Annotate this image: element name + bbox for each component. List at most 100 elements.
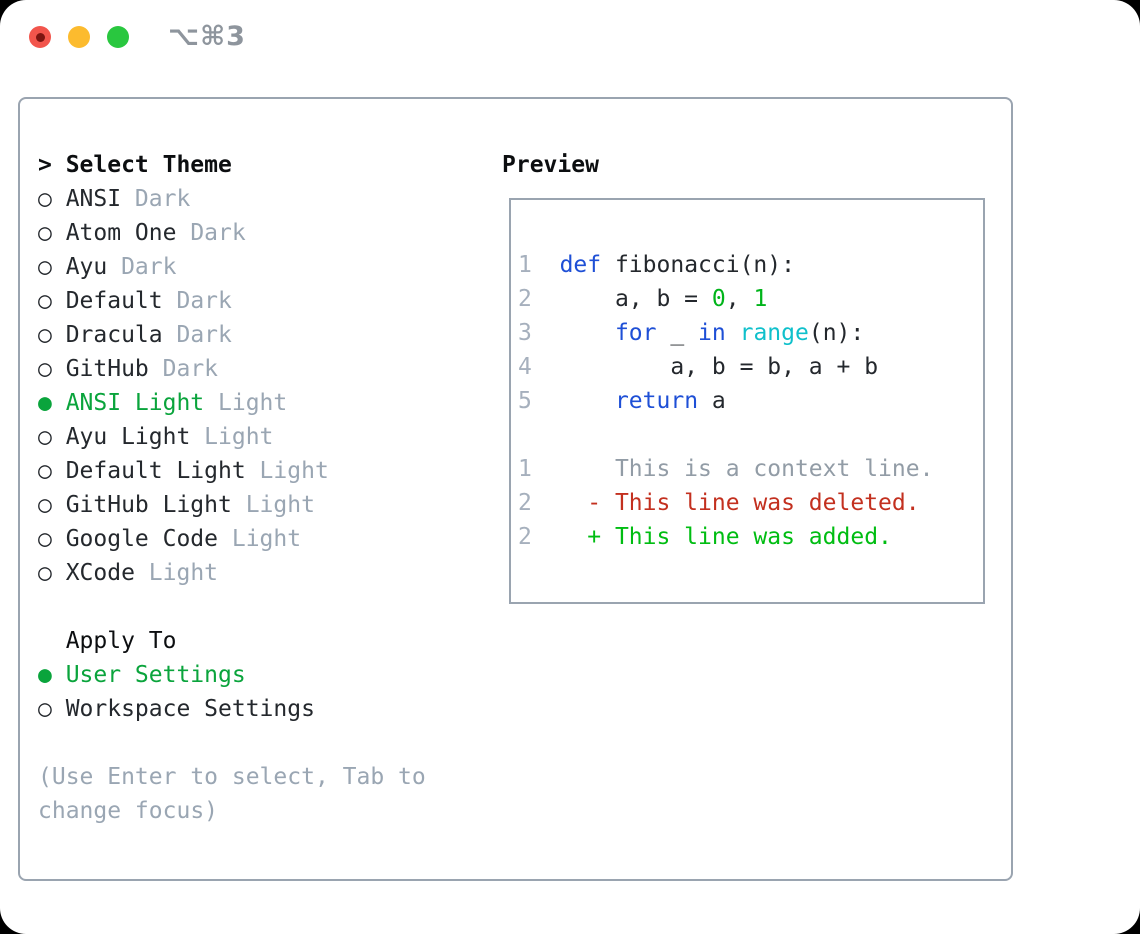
line-number: 1 (518, 456, 532, 482)
code-segment: + This line was added. (531, 524, 892, 550)
code-segment: - This line was deleted. (531, 490, 920, 516)
theme-list: >Select Theme ○ ANSI Dark ○ Atom One Dark ○ A… (38, 148, 329, 590)
theme-option-label: Google Code (65, 526, 219, 552)
preview-code-line: 3 for _ in range(n): (518, 316, 983, 350)
radio-unselected-icon: ○ (38, 254, 52, 280)
apply-to-options: ●User Settings ○ Workspace Settings (38, 658, 315, 726)
theme-option-label: Atom One (65, 220, 177, 246)
close-button[interactable] (29, 26, 51, 48)
theme-option-dracula[interactable]: ○ Dracula Dark (38, 318, 329, 352)
theme-option-xcode[interactable]: ○XCode Light (38, 556, 329, 590)
theme-option-tag: Dark (121, 186, 191, 212)
radio-unselected-icon: ○ (38, 322, 52, 348)
radio-unselected-icon: ○ (38, 186, 52, 212)
theme-option-tag: Light (190, 424, 274, 450)
theme-option-tag: Dark (148, 356, 219, 382)
line-number: 2 (518, 490, 532, 516)
theme-options: ○ ANSI Dark ○ Atom One Dark ○ Ayu Dark ○ Defaul… (38, 182, 329, 590)
close-focus-dot-icon (35, 32, 45, 42)
radio-unselected-icon: ○ (38, 220, 52, 246)
theme-option-ansi-light[interactable]: ●ANSI Light Light (38, 386, 329, 420)
radio-unselected-icon: ○ (38, 424, 52, 450)
radio-unselected-icon: ○ (38, 526, 52, 552)
radio-unselected-icon: ○ (38, 288, 52, 314)
apply-to-group: Apply To ●User Settings ○ Workspace Settin… (38, 624, 315, 726)
window-shortcut-label: ⌥⌘3 (168, 21, 246, 52)
theme-option-tag: Dark (162, 322, 232, 348)
theme-option-ayu[interactable]: ○ Ayu Dark (38, 250, 329, 284)
theme-option-google-code[interactable]: ○ Google Code Light (38, 522, 329, 556)
hint-line: (Use Enter to select, Tab to (38, 764, 426, 790)
radio-selected-icon: ● (38, 390, 52, 416)
theme-option-tag: Light (218, 526, 302, 552)
code-segment: This is a context line. (531, 456, 934, 482)
code-segment: 0 (711, 286, 726, 312)
code-segment: in (698, 320, 726, 346)
line-number: 5 (518, 388, 532, 414)
theme-option-label: GitHub (65, 356, 149, 382)
apply-option-user-settings[interactable]: ●User Settings (38, 658, 315, 692)
line-number: 3 (518, 320, 532, 346)
theme-option-tag: Dark (107, 254, 177, 280)
line-number: 2 (518, 524, 532, 550)
line-number: 2 (518, 286, 532, 312)
theme-option-tag: Dark (176, 220, 246, 246)
keyboard-hint: (Use Enter to select, Tab to change focu… (38, 760, 426, 828)
preview-code-line: 1 def fibonacci(n): (518, 248, 983, 282)
preview-code-line: 1 This is a context line. (518, 452, 983, 486)
code-segment: (n): (808, 320, 865, 346)
preview-code-line: 5 return a (518, 384, 983, 418)
preview-code-line: 2 a, b = 0, 1 (518, 282, 983, 316)
theme-list-title: >Select Theme (38, 148, 329, 182)
theme-option-label: Ayu Light (65, 424, 191, 450)
theme-option-tag: Light (245, 458, 329, 484)
cursor-prompt-icon: > (38, 152, 52, 178)
theme-option-github-light[interactable]: ○ GitHub Light Light (38, 488, 329, 522)
preview-title: Preview (502, 152, 599, 178)
hint-line: change focus) (38, 798, 219, 824)
theme-option-label: Dracula (65, 322, 163, 348)
theme-option-atom-one[interactable]: ○ Atom One Dark (38, 216, 329, 250)
minimize-button[interactable] (68, 26, 90, 48)
theme-option-label: ANSI (65, 186, 122, 212)
theme-option-label: GitHub Light (65, 492, 232, 518)
theme-option-ansi[interactable]: ○ ANSI Dark (38, 182, 329, 216)
code-segment: a, b = b, a + b (531, 354, 879, 380)
theme-option-tag: Light (134, 560, 219, 586)
theme-option-default-light[interactable]: ○ Default Light Light (38, 454, 329, 488)
theme-option-default[interactable]: ○Default Dark (38, 284, 329, 318)
code-segment (532, 252, 560, 278)
theme-option-label: Ayu (65, 254, 108, 280)
theme-option-tag: Light (231, 492, 315, 518)
code-segment (726, 320, 740, 346)
preview-code-line: 4 a, b = b, a + b (518, 350, 983, 384)
radio-unselected-icon: ○ (38, 696, 52, 722)
zoom-button[interactable] (107, 26, 129, 48)
theme-option-label: Default (65, 288, 163, 314)
radio-unselected-icon: ○ (38, 492, 52, 518)
preview-code-line: 2 - This line was deleted. (518, 486, 983, 520)
theme-option-label: Default Light (65, 458, 246, 484)
code-segment: range (739, 320, 809, 346)
code-segment: a (698, 388, 726, 414)
code-segment: for (614, 320, 657, 346)
apply-option-label: Workspace Settings (65, 696, 315, 722)
theme-option-github[interactable]: ○GitHub Dark (38, 352, 329, 386)
code-segment: _ (656, 320, 699, 346)
code-segment: fibonacci(n): (601, 252, 795, 278)
theme-option-ayu-light[interactable]: ○ Ayu Light Light (38, 420, 329, 454)
apply-to-title: Apply To (65, 628, 177, 654)
code-segment: return (614, 388, 699, 414)
theme-option-tag: Light (204, 390, 288, 416)
apply-option-workspace-settings[interactable]: ○ Workspace Settings (38, 692, 315, 726)
code-segment: , (725, 286, 754, 312)
radio-unselected-icon: ○ (38, 458, 52, 484)
traffic-lights (29, 26, 129, 48)
line-number: 4 (518, 354, 532, 380)
line-number: 1 (518, 252, 532, 278)
code-segment: 1 (753, 286, 768, 312)
apply-option-label: User Settings (65, 662, 246, 688)
